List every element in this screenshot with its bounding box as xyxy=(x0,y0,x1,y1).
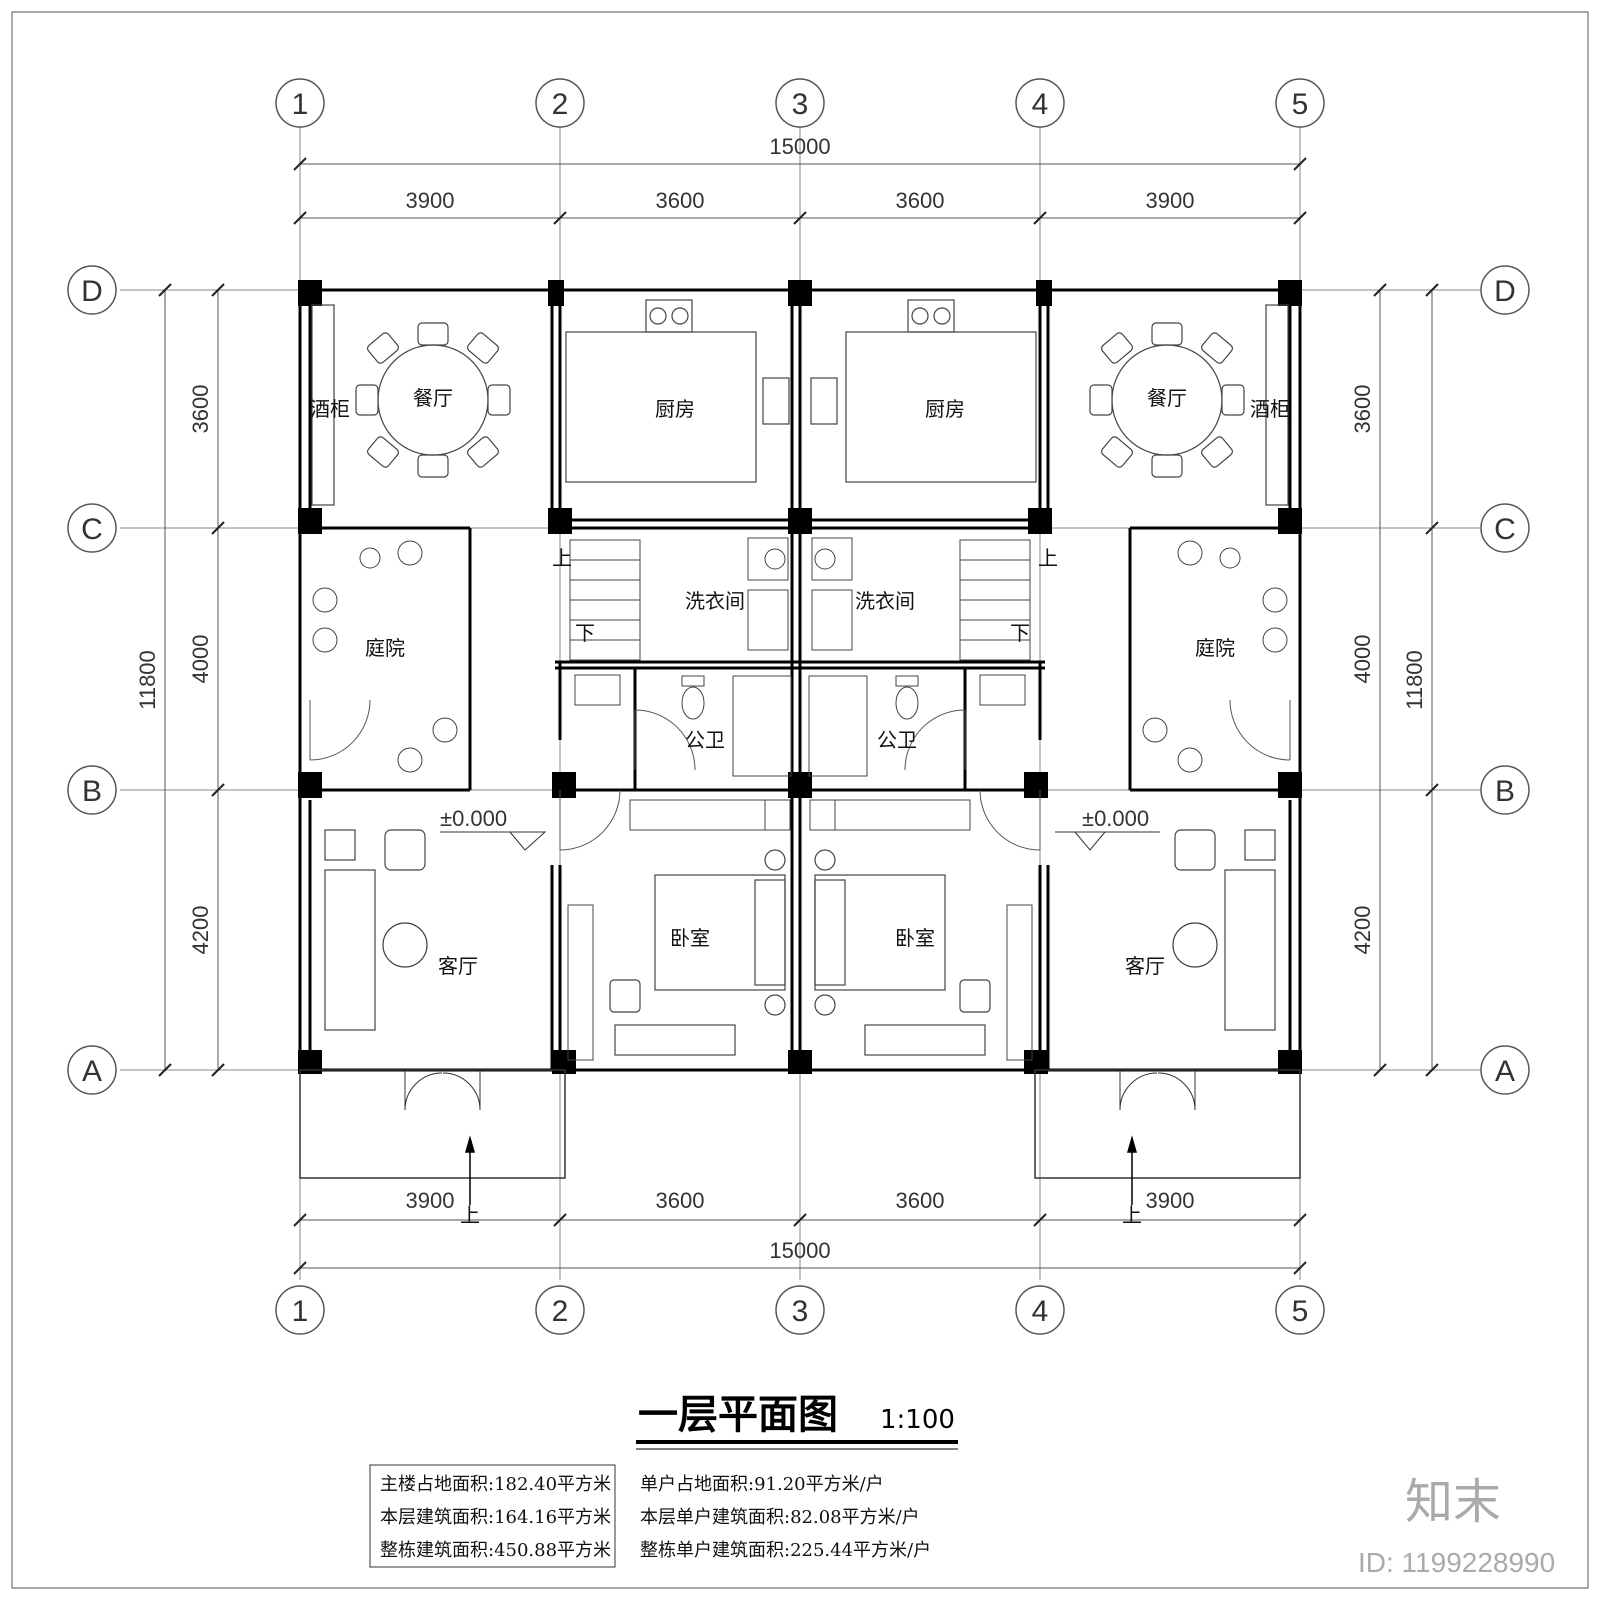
dim-top-total: 15000 xyxy=(769,134,830,159)
stat-total-area: 整栋建筑面积:450.88平方米 xyxy=(380,1540,611,1561)
dim-top-seg-2: 3600 xyxy=(656,188,705,213)
axis-bubble-4-top xyxy=(1015,78,1065,128)
axis-label-B-right: B xyxy=(1495,775,1515,808)
room-label-courtyard-right: 庭院 xyxy=(1195,636,1235,660)
axis-bubble-5-top xyxy=(1275,78,1325,128)
dim-left-seg-1: 3600 xyxy=(188,385,213,434)
toilet-fixtures xyxy=(574,674,1026,777)
axis-label-C-right: C xyxy=(1494,513,1516,546)
dim-left-seg-2: 4000 xyxy=(188,635,213,684)
axis-bubbles-top xyxy=(275,78,1325,128)
axis-label-D-right: D xyxy=(1494,275,1516,308)
room-label-bedroom-right: 卧室 xyxy=(895,926,935,950)
structural-columns xyxy=(298,280,1302,1074)
dim-left-seg-3: 4200 xyxy=(188,906,213,955)
room-label-laundry-left: 洗衣间 xyxy=(685,589,745,613)
axis-label-3-top: 3 xyxy=(792,88,809,121)
entry-doors xyxy=(404,1070,1196,1111)
entry-up-left: 上 xyxy=(460,1203,480,1227)
laundry-machines xyxy=(747,537,853,651)
stair-up-right: 上 xyxy=(1038,546,1058,570)
room-label-living-right: 客厅 xyxy=(1125,954,1165,978)
elevation-markers xyxy=(440,831,1160,851)
axis-bubble-3-top xyxy=(775,78,825,128)
axis-label-4-top: 4 xyxy=(1032,88,1049,121)
axis-label-2-top: 2 xyxy=(552,88,569,121)
room-label-wine-cabinet-right: 酒柜 xyxy=(1250,397,1290,421)
entry-arrows xyxy=(465,1135,1137,1205)
stair-up-left: 上 xyxy=(552,546,572,570)
axis-label-5-top: 5 xyxy=(1292,88,1309,121)
drawing-title: 一层平面图 xyxy=(638,1392,838,1438)
room-label-living-left: 客厅 xyxy=(438,954,478,978)
beds xyxy=(609,849,991,1056)
kitchen-counters xyxy=(565,299,1037,483)
dim-left-total: 11800 xyxy=(135,650,160,710)
axis-bubbles-sides xyxy=(67,265,1530,1095)
interior-doors xyxy=(309,699,1291,851)
axis-label-4-bottom: 4 xyxy=(1032,1295,1049,1328)
stat-unit-footprint: 单户占地面积:91.20平方米/户 xyxy=(640,1474,884,1495)
room-label-dining-left: 餐厅 xyxy=(413,386,453,410)
wine-cabinets xyxy=(311,304,1289,506)
elevation-left: ±0.000 xyxy=(440,806,507,831)
room-label-laundry-right: 洗衣间 xyxy=(855,589,915,613)
room-label-wine-cabinet-left: 酒柜 xyxy=(310,397,350,421)
stat-floor-area: 本层建筑面积:164.16平方米 xyxy=(380,1507,611,1528)
stat-footprint: 主楼占地面积:182.40平方米 xyxy=(380,1474,611,1495)
axis-label-A-right: A xyxy=(1495,1055,1515,1088)
axis-label-A-left: A xyxy=(82,1055,102,1088)
entry-up-right: 上 xyxy=(1122,1203,1142,1227)
room-label-bedroom-left: 卧室 xyxy=(670,926,710,950)
stair-down-right: 下 xyxy=(1010,621,1030,645)
drawing-scale: 1:100 xyxy=(880,1405,955,1435)
room-label-kitchen-right: 厨房 xyxy=(925,397,965,421)
dim-top-seg-4: 3900 xyxy=(1146,188,1195,213)
axis-label-1-top: 1 xyxy=(292,88,309,121)
stat-unit-floor-area: 本层单户建筑面积:82.08平方米/户 xyxy=(640,1507,920,1528)
dim-right-total: 11800 xyxy=(1402,650,1427,710)
dim-top-seg-1: 3900 xyxy=(406,188,455,213)
drawing-frame xyxy=(11,11,1589,1589)
dim-bottom-seg-4: 3900 xyxy=(1146,1188,1195,1213)
room-label-dining-right: 餐厅 xyxy=(1147,386,1187,410)
dim-top-seg-3: 3600 xyxy=(896,188,945,213)
room-label-courtyard-left: 庭院 xyxy=(365,636,405,660)
dim-right-seg-1: 3600 xyxy=(1350,385,1375,434)
room-label-toilet-right: 公卫 xyxy=(877,728,917,752)
dimension-ticks xyxy=(158,157,1439,1275)
watermark-id: ID: 1199228990 xyxy=(1358,1547,1555,1578)
dim-bottom-seg-1: 3900 xyxy=(406,1188,455,1213)
wardrobes xyxy=(567,799,1033,1061)
stairs xyxy=(569,539,1031,661)
watermark-logo: 知末 xyxy=(1405,1474,1501,1530)
dim-bottom-total: 15000 xyxy=(769,1238,830,1263)
axis-bubble-1-top xyxy=(275,78,325,128)
elevation-right: ±0.000 xyxy=(1082,806,1149,831)
dining-table-right xyxy=(1089,322,1245,478)
stat-unit-total-area: 整栋单户建筑面积:225.44平方米/户 xyxy=(640,1540,931,1561)
axis-bubble-2-top xyxy=(535,78,585,128)
courtyard-plants xyxy=(312,540,1288,773)
axis-label-3-bottom: 3 xyxy=(792,1295,809,1328)
front-terraces xyxy=(299,1069,1301,1179)
axis-label-2-bottom: 2 xyxy=(552,1295,569,1328)
dim-bottom-seg-3: 3600 xyxy=(896,1188,945,1213)
dining-table-left xyxy=(355,322,511,478)
room-label-toilet-left: 公卫 xyxy=(685,728,725,752)
dim-right-seg-2: 4000 xyxy=(1350,635,1375,684)
axis-label-C-left: C xyxy=(81,513,103,546)
axis-label-5-bottom: 5 xyxy=(1292,1295,1309,1328)
axis-label-B-left: B xyxy=(82,775,102,808)
axis-label-1-bottom: 1 xyxy=(292,1295,309,1328)
stats-box xyxy=(369,1464,616,1568)
room-label-kitchen-left: 厨房 xyxy=(655,397,695,421)
dim-bottom-seg-2: 3600 xyxy=(656,1188,705,1213)
living-furniture xyxy=(324,829,1276,1031)
axis-bubbles-bottom xyxy=(275,1285,1325,1335)
stair-down-left: 下 xyxy=(575,621,595,645)
dim-right-seg-3: 4200 xyxy=(1350,906,1375,955)
axis-label-D-left: D xyxy=(81,275,103,308)
